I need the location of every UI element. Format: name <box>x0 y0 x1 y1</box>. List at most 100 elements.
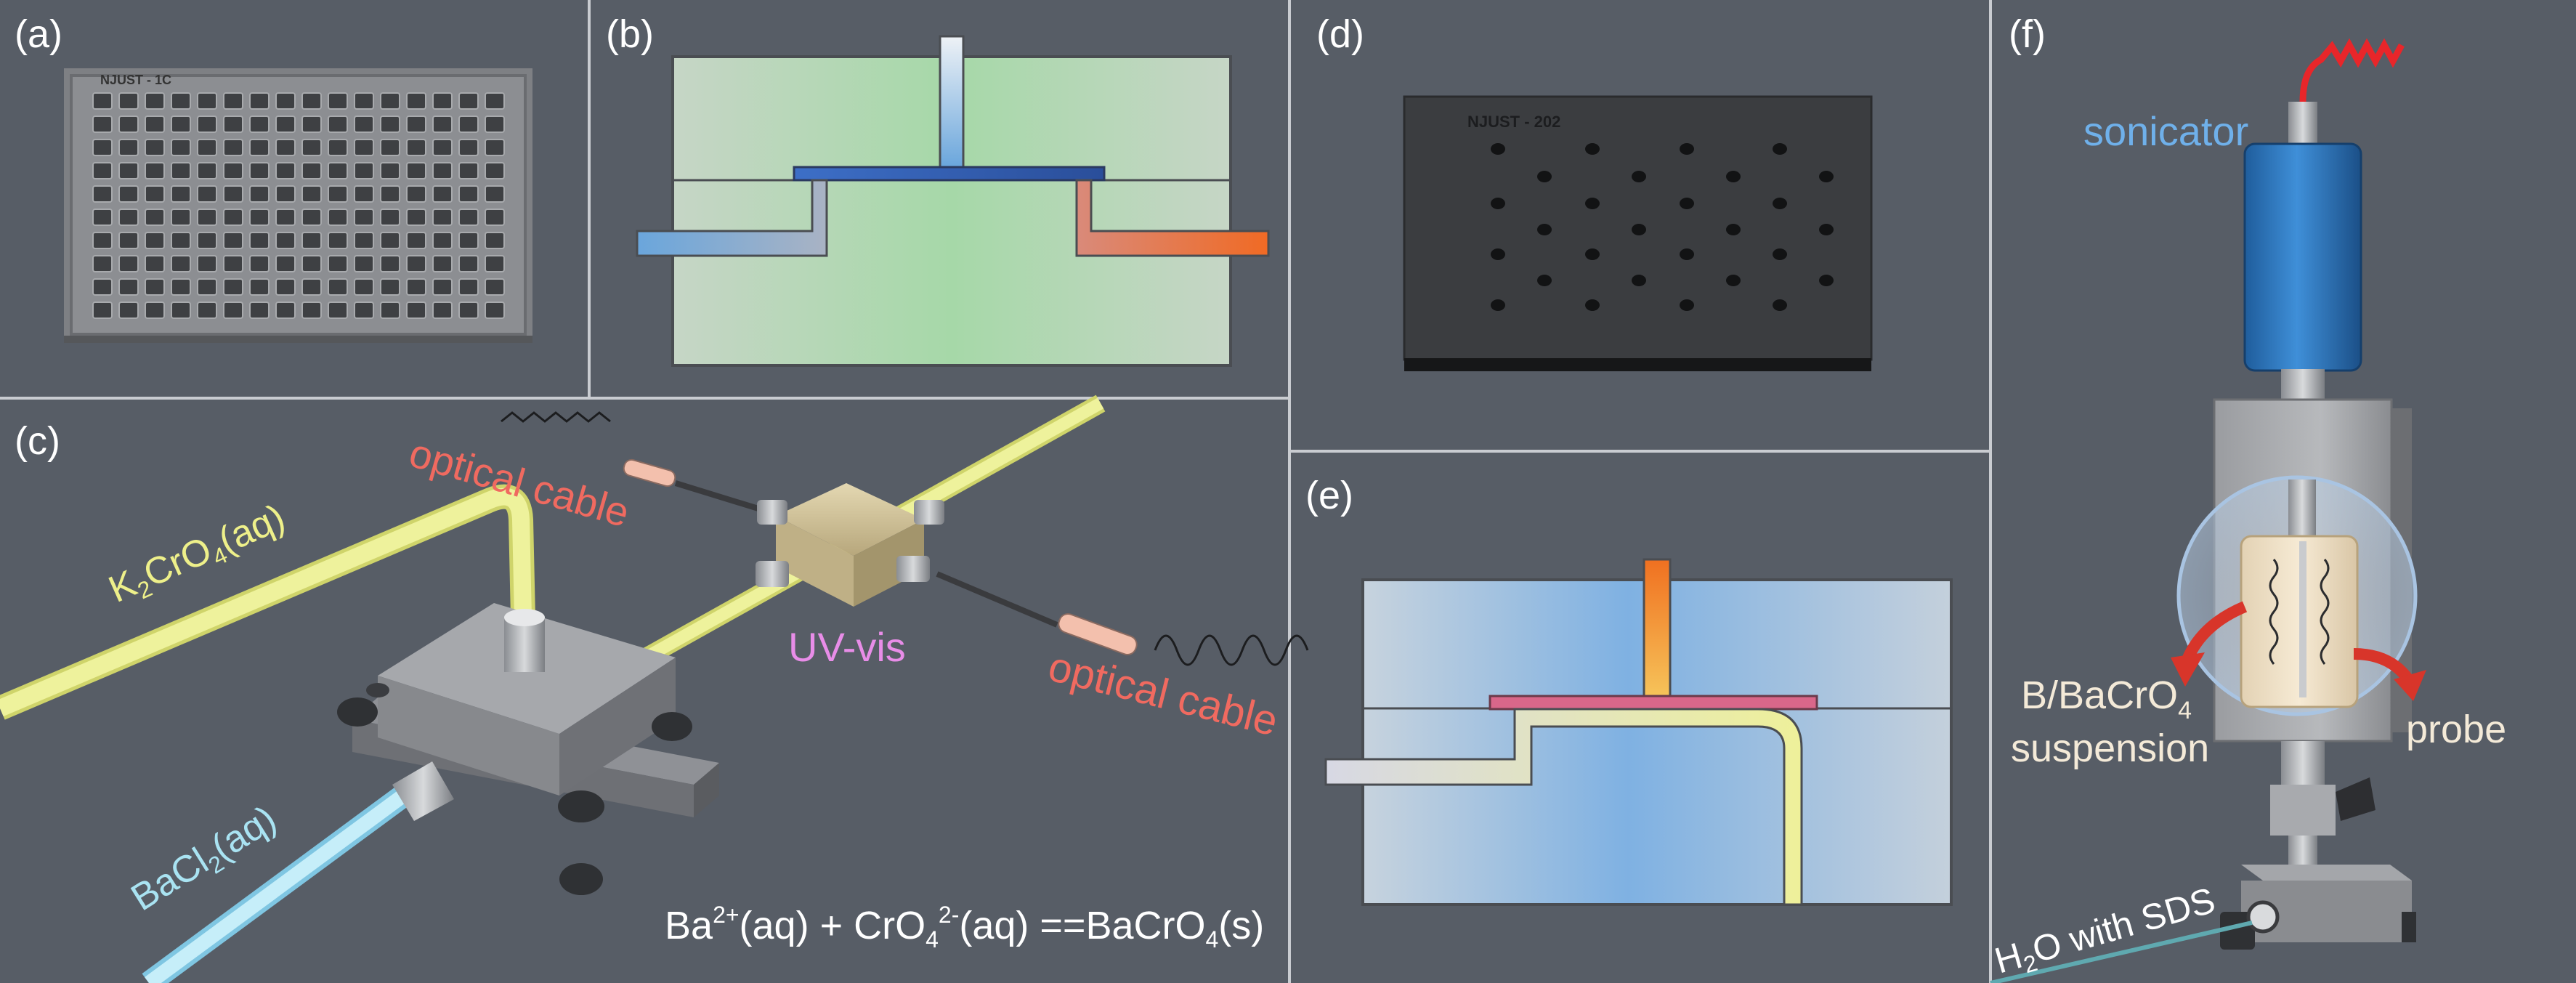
chip-hole <box>1680 143 1694 155</box>
panel-e-letter: (e) <box>1305 474 1353 517</box>
chip-well <box>301 162 322 179</box>
chip-well <box>380 185 400 203</box>
panel-a: (a) NJUST - 1C <box>15 12 532 343</box>
arrow-suspension <box>2181 601 2248 664</box>
chip-hole <box>1585 143 1600 155</box>
chip-well <box>92 92 113 110</box>
chip-well <box>118 92 139 110</box>
chip-well <box>275 162 296 179</box>
mixer-block <box>337 603 719 895</box>
chip-well <box>432 209 453 226</box>
chip-well <box>145 302 165 319</box>
chip-well <box>380 116 400 133</box>
label-sonicator: sonicator <box>2083 108 2248 154</box>
tube-k2cro4 <box>0 488 532 717</box>
foot-icon <box>366 683 389 697</box>
chip-well <box>354 278 374 296</box>
chip-hole <box>1491 248 1505 260</box>
mixer-side <box>559 658 676 796</box>
chip-well <box>406 139 426 156</box>
chip-well <box>275 185 296 203</box>
chip-well <box>118 255 139 272</box>
chip-hole <box>1819 171 1834 182</box>
chip-hole <box>1585 198 1600 209</box>
chip-hole <box>1819 224 1834 235</box>
chip-well <box>171 255 191 272</box>
chip-well <box>171 116 191 133</box>
chip-well <box>197 209 217 226</box>
chip-well <box>432 116 453 133</box>
chip-well <box>92 116 113 133</box>
chip-well <box>458 255 479 272</box>
chip-well <box>249 92 270 110</box>
valve-body <box>2270 785 2336 836</box>
bolt-icon <box>559 863 603 895</box>
chip-well <box>92 278 113 296</box>
chip-well <box>145 209 165 226</box>
panel-d-letter: (d) <box>1316 12 1364 56</box>
label-probe: probe <box>2406 708 2506 751</box>
chip-well <box>197 185 217 203</box>
label-suspension-line1: B/BaCrO4 <box>2021 673 2192 724</box>
panel-b-letter: (b) <box>606 12 654 56</box>
chip-well <box>458 92 479 110</box>
chip-well <box>432 185 453 203</box>
chip-well <box>92 209 113 226</box>
cable-fiber-top <box>674 480 771 515</box>
connector-front <box>392 761 454 821</box>
label-reaction-equation: Ba2+(aq) + CrO42-(aq) ==BaCrO4(s) <box>665 902 1264 952</box>
chip-well <box>118 232 139 249</box>
tube-bacl2 <box>145 789 408 983</box>
chip-well <box>223 209 243 226</box>
chip-well <box>171 162 191 179</box>
chip-well <box>145 278 165 296</box>
chip-hole <box>1680 248 1694 260</box>
uvvis-side <box>854 519 924 607</box>
uvvis-port <box>896 556 930 582</box>
chip-well <box>485 139 505 156</box>
label-suspension-line2: suspension <box>2011 727 2209 770</box>
chip-well <box>380 232 400 249</box>
chip-well <box>328 232 348 249</box>
chip-well <box>328 255 348 272</box>
sonicator-cable <box>2299 38 2405 102</box>
chip-well <box>458 139 479 156</box>
chip-well <box>406 255 426 272</box>
chip-hole <box>1726 224 1741 235</box>
uvvis-top <box>776 483 924 556</box>
sonicator-coupler <box>2281 369 2325 402</box>
chip-well <box>432 232 453 249</box>
chip-well <box>485 92 505 110</box>
chip-well <box>354 92 374 110</box>
chip-well <box>485 255 505 272</box>
chip-well <box>92 232 113 249</box>
chip-well <box>458 185 479 203</box>
chip-well <box>406 209 426 226</box>
chip-well <box>145 255 165 272</box>
chip-well <box>145 116 165 133</box>
chip-well <box>354 302 374 319</box>
cable-wave-right <box>1154 634 1309 666</box>
chip-a-label: NJUST - 1C <box>100 73 171 87</box>
cable-wave-top <box>501 411 611 423</box>
chip-d-hole-grid <box>1491 143 1834 311</box>
chip-well <box>485 209 505 226</box>
uvvis-port <box>756 561 789 587</box>
chip-well <box>458 278 479 296</box>
chip-well <box>249 255 270 272</box>
chip-well <box>197 255 217 272</box>
chip-well <box>406 185 426 203</box>
chip-well <box>328 116 348 133</box>
chip-hole <box>1491 198 1505 209</box>
chip-hole <box>1585 248 1600 260</box>
base-foot-right <box>2402 912 2416 942</box>
chip-well <box>406 278 426 296</box>
chip-well <box>118 162 139 179</box>
chip-well <box>171 185 191 203</box>
chip-well <box>406 162 426 179</box>
chip-well <box>301 116 322 133</box>
chip-well <box>145 139 165 156</box>
chip-well <box>249 116 270 133</box>
chip-b-mixing-channel <box>793 166 1106 182</box>
chip-well <box>354 116 374 133</box>
